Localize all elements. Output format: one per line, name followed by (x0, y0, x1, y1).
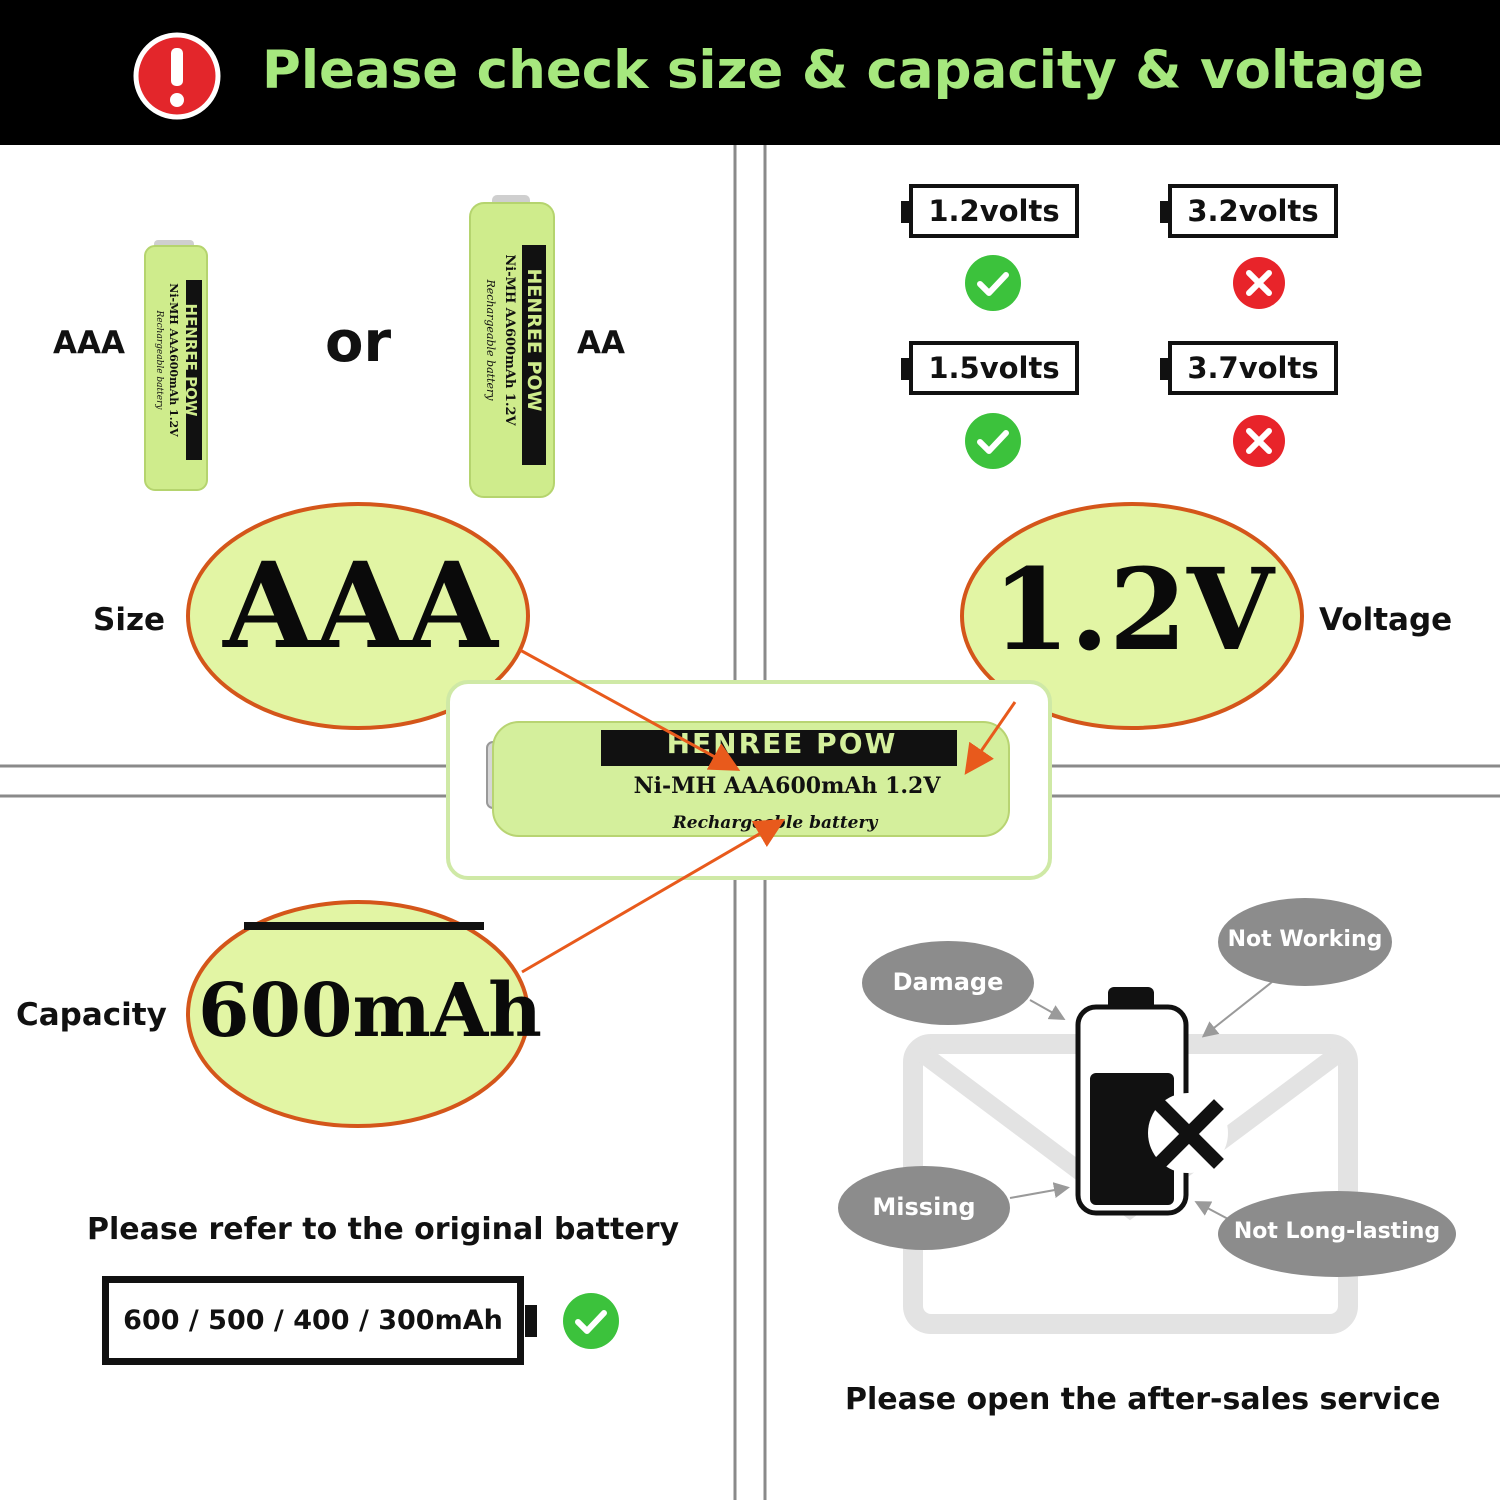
bubble-missing-label: Missing (872, 1193, 976, 1221)
voltage-option-2: 3.2volts (1160, 184, 1338, 238)
bubble-not-working: Not Working (1218, 898, 1392, 986)
exclamation-icon (133, 32, 221, 120)
cross-icon (1233, 257, 1285, 309)
voltage-option-4-label: 3.7volts (1187, 351, 1319, 385)
bubble-damage: Damage (862, 941, 1034, 1025)
center-battery-image (486, 721, 1010, 837)
bubble-not-working-label: Not Working (1227, 927, 1383, 952)
center-battery-brand: HENREE POW (666, 727, 898, 760)
voltage-option-4: 3.7volts (1160, 341, 1338, 395)
check-icon (563, 1293, 619, 1349)
capacity-values-box: 600 / 500 / 400 / 300mAh (102, 1276, 537, 1365)
bubble-damage-label: Damage (892, 968, 1004, 996)
voltage-option-1-label: 1.2volts (928, 194, 1060, 228)
cross-icon (1233, 415, 1285, 467)
aaa-battery-image: HENREE POW Ni-MH AAA600mAh 1.2V Recharge… (140, 240, 210, 492)
voltage-option-3-label: 1.5volts (928, 351, 1060, 385)
voltage-zoom-text: 1.2V (992, 545, 1274, 676)
capacity-zoom-ellipse (186, 900, 530, 1128)
bubble-not-long-lasting-label: Not Long-lasting (1233, 1219, 1441, 1244)
size-zoom-text: AAA (223, 536, 498, 675)
check-icon (965, 255, 1021, 311)
voltage-label: Voltage (1319, 602, 1453, 638)
aaa-label: AAA (53, 325, 125, 361)
or-label: or (325, 310, 392, 375)
size-zoom-ellipse (186, 502, 530, 730)
aa-battery-image: HENREE POW Ni-MH AA600mAh 1.2V Rechargea… (466, 195, 556, 500)
bubble-not-long-lasting: Not Long-lasting (1218, 1191, 1456, 1277)
header-bar (0, 0, 1500, 145)
check-icon (965, 413, 1021, 469)
capacity-label: Capacity (16, 997, 167, 1033)
capacity-zoom-text: 600mAh (198, 968, 542, 1054)
voltage-option-1: 1.2volts (901, 184, 1079, 238)
page-title: Please check size & capacity & voltage (262, 40, 1425, 101)
broken-battery-icon (1075, 987, 1228, 1216)
size-label: Size (93, 602, 166, 638)
aftersales-text: Please open the after-sales service (845, 1382, 1441, 1417)
refer-original-text: Please refer to the original battery (87, 1212, 680, 1247)
voltage-option-3: 1.5volts (901, 341, 1079, 395)
voltage-option-2-label: 3.2volts (1187, 194, 1319, 228)
bubble-missing: Missing (838, 1166, 1010, 1250)
center-battery-spec: Ni-MH AAA600mAh 1.2V (633, 773, 941, 799)
voltage-zoom-ellipse (960, 502, 1304, 730)
capacity-values: 600 / 500 / 400 / 300mAh (123, 1305, 503, 1336)
aa-label: AA (577, 325, 625, 361)
